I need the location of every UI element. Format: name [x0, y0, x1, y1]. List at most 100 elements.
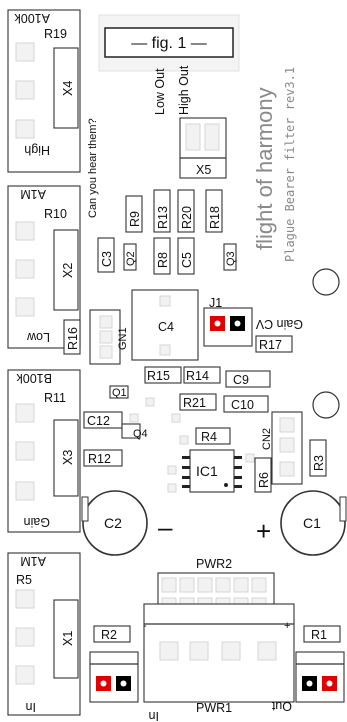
- resistor-r8: R8: [153, 237, 171, 275]
- easter-egg-hint: Can you hear them?: [87, 118, 99, 218]
- pot-in-label: In: [26, 700, 36, 714]
- pot-high-code: A100k: [14, 11, 50, 25]
- svg-text:R16: R16: [66, 327, 80, 350]
- capacitor-c9: C9: [225, 370, 271, 388]
- power-header-pwr1: - + PWR1: [143, 603, 295, 715]
- svg-text:Q1: Q1: [112, 387, 127, 399]
- pot-in-x: X1: [61, 631, 75, 646]
- svg-text:Q4: Q4: [133, 428, 148, 440]
- pot-in-code: A1M: [20, 554, 46, 568]
- svg-text:IC1: IC1: [196, 463, 218, 479]
- connector-gn1: GN1: [89, 309, 129, 365]
- resistor-r3: R3: [309, 439, 327, 477]
- svg-text:R13: R13: [156, 206, 170, 229]
- svg-text:-: -: [143, 620, 147, 632]
- pot-high-label: High: [24, 143, 50, 157]
- resistor-r13: R13: [153, 189, 171, 233]
- pot-high-x: X4: [61, 81, 75, 96]
- pot-low-label: Low: [26, 330, 50, 344]
- resistor-r12: R12: [83, 449, 123, 467]
- polarity-plus: +: [256, 516, 271, 546]
- output-jack: [295, 651, 345, 703]
- pot-high: A100k R19 X4 High: [7, 9, 81, 173]
- pot-high-ref: R19: [44, 27, 67, 41]
- svg-text:R3: R3: [312, 455, 326, 471]
- pot-in-ref: R5: [16, 573, 32, 587]
- svg-text:C12: C12: [87, 414, 110, 428]
- resistor-r15: R15: [144, 366, 182, 384]
- x5-connector: X5: [179, 117, 227, 179]
- pot-gain-label: Gain: [24, 515, 50, 529]
- svg-text:R15: R15: [147, 369, 170, 383]
- svg-text:PWR1: PWR1: [196, 701, 232, 715]
- input-jack: [89, 651, 139, 703]
- svg-text:Q3: Q3: [225, 251, 237, 266]
- transistor-q4: Q4: [121, 423, 148, 440]
- pot-low-x: X2: [61, 263, 75, 278]
- svg-text:R20: R20: [180, 206, 194, 229]
- high-out-label: High Out: [177, 65, 191, 115]
- low-out-label: Low Out: [153, 68, 167, 115]
- pot-in: A1M R5 X1 In: [7, 552, 81, 716]
- capacitor-c2: C2: [81, 490, 148, 556]
- board-subtitle: Plague Bearer filter rev3.1: [283, 67, 297, 262]
- resistor-r2: R2: [93, 625, 131, 643]
- capacitor-c1: C1: [280, 490, 347, 556]
- svg-text:R9: R9: [128, 211, 142, 227]
- pot-gain: B100k R11 X3 Gain: [7, 369, 81, 533]
- resistor-r16: R16: [63, 319, 81, 355]
- pot-low-code: A1M: [20, 187, 46, 201]
- mounting-hole-bottom: [312, 391, 340, 419]
- resistor-r4: R4: [195, 427, 231, 445]
- svg-text:R8: R8: [156, 252, 170, 268]
- gain-cv-jack: [203, 307, 253, 347]
- svg-text:R18: R18: [208, 206, 222, 229]
- svg-text:C10: C10: [231, 398, 254, 412]
- pot-gain-code: B100k: [16, 371, 52, 385]
- output-jack-label: Out: [271, 699, 292, 713]
- resistor-r9: R9: [125, 195, 143, 233]
- svg-text:GN1: GN1: [117, 327, 129, 350]
- capacitor-c5: C5: [177, 237, 195, 275]
- svg-text:R17: R17: [259, 338, 282, 352]
- svg-text:CN2: CN2: [261, 428, 273, 450]
- pwr2-label: PWR2: [196, 557, 232, 571]
- svg-text:Q2: Q2: [125, 251, 137, 266]
- resistor-r17: R17: [255, 335, 293, 353]
- resistor-r1: R1: [303, 625, 341, 643]
- capacitor-c3: C3: [97, 237, 115, 273]
- transistor-q1: Q1: [109, 385, 129, 399]
- figure-label: — fig. 1 —: [98, 14, 240, 72]
- svg-text:C4: C4: [158, 320, 174, 334]
- polarity-minus: –: [158, 512, 173, 542]
- board-title: flight of harmony: [252, 87, 277, 250]
- pot-gain-x: X3: [61, 450, 75, 465]
- x5-label: X5: [196, 163, 211, 177]
- svg-text:R6: R6: [257, 472, 271, 488]
- svg-text:R4: R4: [201, 430, 217, 444]
- capacitor-c10: C10: [223, 395, 269, 413]
- resistor-r6: R6: [254, 457, 272, 493]
- svg-text:R12: R12: [88, 452, 111, 466]
- ic-ic1: IC1: [182, 449, 242, 493]
- svg-text:C2: C2: [104, 515, 122, 531]
- svg-text:C9: C9: [233, 373, 249, 387]
- capacitor-c4: C4: [131, 289, 199, 361]
- resistor-r14: R14: [183, 366, 221, 384]
- transistor-q2: Q2: [123, 243, 137, 271]
- connector-cn2: CN2: [261, 411, 303, 485]
- svg-text:R14: R14: [186, 369, 209, 383]
- svg-text:R1: R1: [311, 628, 327, 642]
- svg-text:R21: R21: [183, 396, 206, 410]
- svg-text:C1: C1: [303, 515, 321, 531]
- svg-text:R2: R2: [101, 628, 117, 642]
- capacitor-c12: C12: [83, 411, 123, 429]
- resistor-r20: R20: [177, 189, 195, 233]
- figure-label-text: — fig. 1 —: [131, 35, 207, 52]
- j1-label: J1: [209, 296, 222, 310]
- resistor-r18: R18: [205, 189, 223, 233]
- svg-text:C3: C3: [100, 251, 114, 267]
- resistor-r21: R21: [179, 393, 217, 411]
- svg-text:C5: C5: [180, 252, 194, 268]
